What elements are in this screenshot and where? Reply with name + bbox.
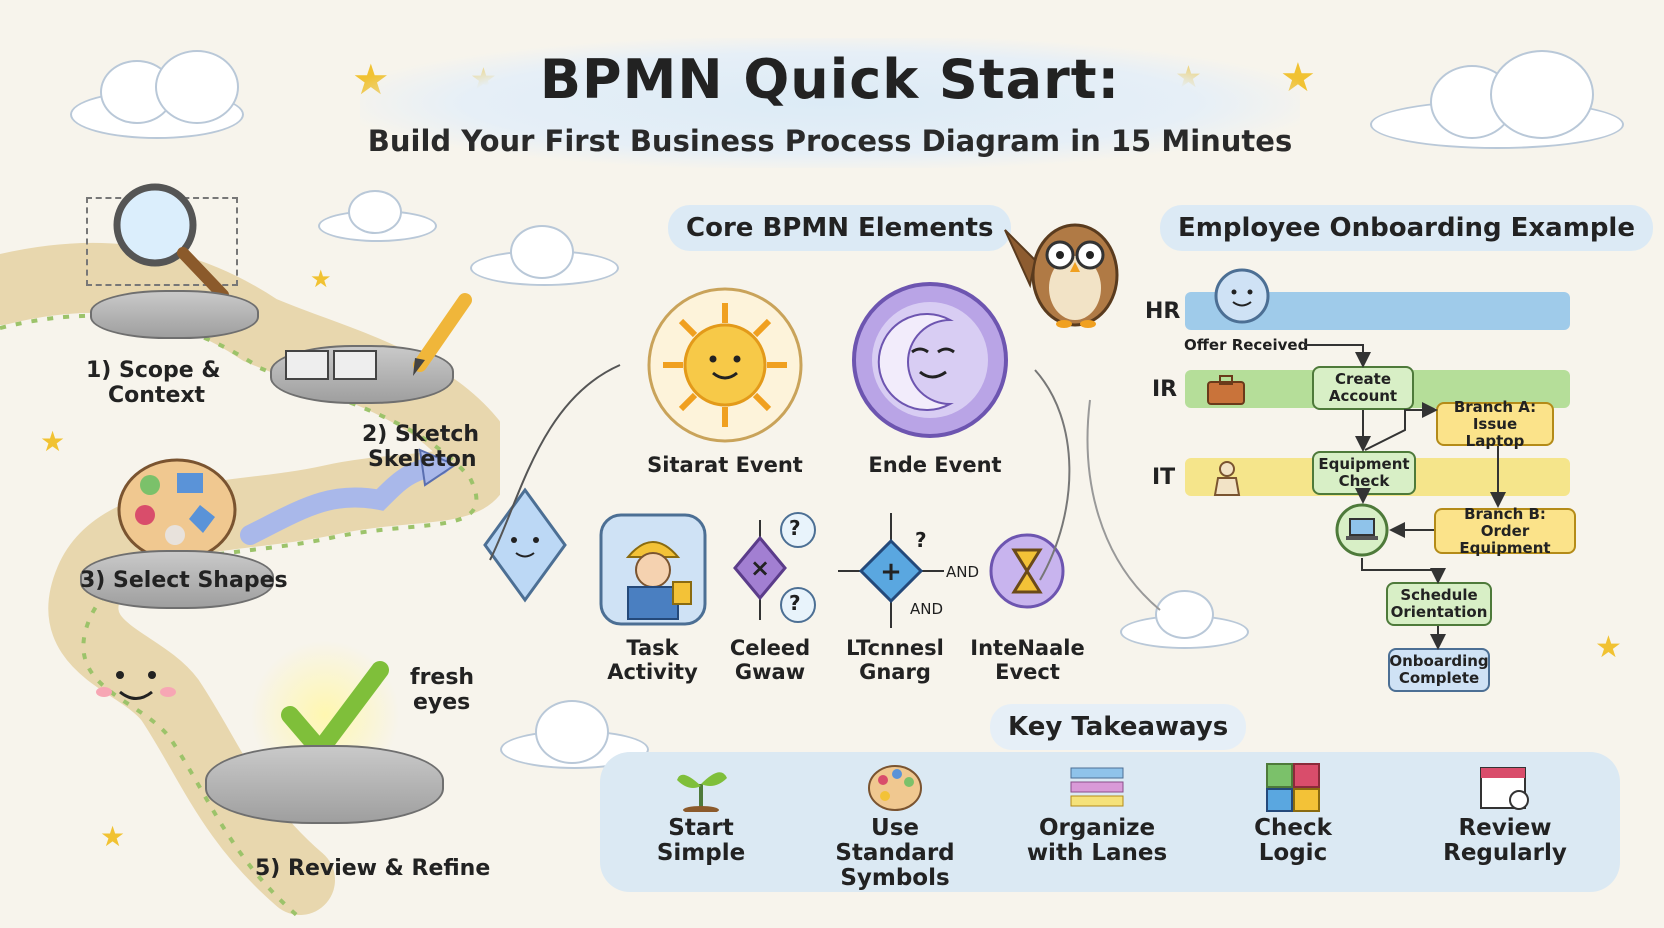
smiley-start-event-icon — [1214, 268, 1270, 324]
step-1-line2: Context — [108, 383, 206, 408]
svg-text:+: + — [880, 557, 902, 587]
page-title: BPMN Quick Start: — [539, 48, 1121, 111]
step-stone — [205, 745, 444, 824]
moon-end-event-icon — [852, 282, 1008, 438]
takeaway-line2: Regularly — [1443, 840, 1567, 866]
lane-ir-label: IR — [1152, 377, 1178, 402]
step-2-line2: Skeleton — [368, 447, 477, 472]
doodle-lines — [489, 364, 1161, 611]
task-line1: Task — [626, 636, 679, 660]
par-line1: LTcnnesl — [846, 636, 944, 660]
offer-received-label: Offer Received — [1184, 336, 1309, 354]
step-3-label: 3) Select Shapes — [80, 568, 288, 593]
cloud-decoration — [1120, 590, 1250, 650]
star-icon: ★ — [40, 425, 66, 458]
xor-line2: Gwaw — [734, 660, 806, 684]
briefcase-icon — [1207, 375, 1245, 405]
takeaway-line1: Use Standard — [835, 815, 955, 866]
inter-line2: Evect — [995, 660, 1060, 684]
skeleton-sketch — [285, 345, 405, 380]
takeaway-line2: Simple — [656, 840, 746, 866]
equipment-check-task: Equipment Check — [1312, 451, 1416, 495]
takeaway-line1: Organize — [1038, 815, 1156, 841]
start-event-label: Sitarat Event — [647, 453, 803, 477]
sprout-icon — [677, 772, 727, 814]
step-5-label: 5) Review & Refine — [255, 856, 491, 881]
cloud-decoration — [470, 225, 620, 286]
schedule-orientation-task: Schedule Orientation — [1386, 582, 1492, 626]
xor-line1: Celeed — [729, 636, 811, 660]
takeaway-review-regularly: Review Regularly — [1420, 762, 1590, 866]
svg-text:×: × — [750, 554, 770, 582]
title-banner: BPMN Quick Start: Build Your First Busin… — [360, 38, 1300, 168]
intermediate-event-label: InteNaale Evect — [965, 636, 1090, 684]
cloud-decoration — [1370, 50, 1630, 150]
takeaway-organize-with-lanes: Organize with Lanes — [1012, 762, 1182, 866]
star-icon: ★ — [310, 265, 332, 293]
question-mark: ? — [789, 516, 801, 540]
exclusive-gateway-icon: × — [733, 512, 816, 623]
step-stone — [90, 290, 259, 339]
step-2-line1: 2) Sketch — [362, 422, 480, 447]
pencil-icon — [413, 293, 472, 376]
takeaway-line2: with Lanes — [1026, 840, 1168, 866]
takeaway-line1: Check — [1254, 815, 1332, 841]
branch-a-task: Branch A: Issue Laptop — [1436, 398, 1554, 449]
task-line2: Activity — [607, 660, 698, 684]
and-label: AND — [946, 563, 980, 581]
question-mark: ? — [915, 528, 927, 552]
exclusive-gateway-label: Celeed Gwaw — [720, 636, 820, 684]
hourglass-intermediate-event-icon — [989, 533, 1065, 609]
cloud-decoration — [60, 50, 260, 140]
calendar-icon — [1480, 767, 1529, 810]
worker-task-icon — [599, 513, 707, 626]
step-stone — [80, 550, 274, 609]
puzzle-icon — [1266, 763, 1320, 812]
laptop-node-icon — [1335, 503, 1389, 557]
fresh-eyes-note: fresh eyes — [410, 665, 474, 715]
step-2-label: 2) Sketch Skeleton — [362, 422, 479, 472]
task-activity-label: Task Activity — [600, 636, 705, 684]
takeaway-use-standard-symbols: Use Standard Symbols — [810, 762, 980, 891]
takeaways-heading: Key Takeaways — [990, 704, 1247, 750]
parallel-gateway-icon: + — [838, 513, 944, 628]
branch-b-task: Branch B: Order Equipment — [1434, 505, 1576, 556]
onboarding-complete-end: Onboarding Complete — [1388, 648, 1490, 692]
note-line2: eyes — [413, 690, 471, 715]
lane-it-label: IT — [1152, 465, 1176, 490]
parallel-gateway-label: LTcnnesl Gnarg — [840, 636, 950, 684]
gateway-mascot-icon — [483, 487, 567, 603]
inter-line1: InteNaale — [970, 636, 1085, 660]
takeaway-line2: Symbols — [840, 865, 950, 891]
lane-hr-label: HR — [1145, 299, 1181, 324]
palette-icon — [117, 458, 237, 562]
person-icon — [1213, 461, 1241, 496]
takeaway-line2: Logic — [1258, 840, 1328, 866]
and-label: AND — [910, 600, 944, 618]
smiley-path-icon — [96, 671, 176, 700]
takeaway-line1: Start — [668, 815, 734, 841]
step-1-label: 1) Scope & Context — [86, 358, 221, 408]
takeaway-line1: Review — [1458, 815, 1552, 841]
note-line1: fresh — [410, 665, 475, 690]
flow-arrows — [1304, 344, 1506, 650]
owl-mascot-icon — [1004, 223, 1119, 328]
question-mark: ? — [789, 591, 801, 615]
takeaway-start-simple: Start Simple — [616, 762, 786, 866]
steps-path — [0, 242, 500, 920]
lanes-icon — [1070, 767, 1124, 807]
core-elements-heading: Core BPMN Elements — [668, 205, 1012, 251]
page-subtitle: Build Your First Business Process Diagra… — [367, 124, 1293, 158]
magnifier-icon — [113, 183, 229, 301]
star-icon: ★ — [1595, 630, 1622, 665]
takeaway-check-logic: Check Logic — [1208, 762, 1378, 866]
sun-start-event-icon — [647, 287, 803, 443]
end-event-label: Ende Event — [868, 453, 1002, 477]
palette-icon — [868, 765, 922, 811]
step-1-line1: 1) Scope & — [86, 358, 221, 383]
cloud-decoration — [318, 190, 438, 242]
star-icon: ★ — [100, 820, 126, 853]
example-heading: Employee Onboarding Example — [1160, 205, 1653, 251]
par-line2: Gnarg — [859, 660, 931, 684]
